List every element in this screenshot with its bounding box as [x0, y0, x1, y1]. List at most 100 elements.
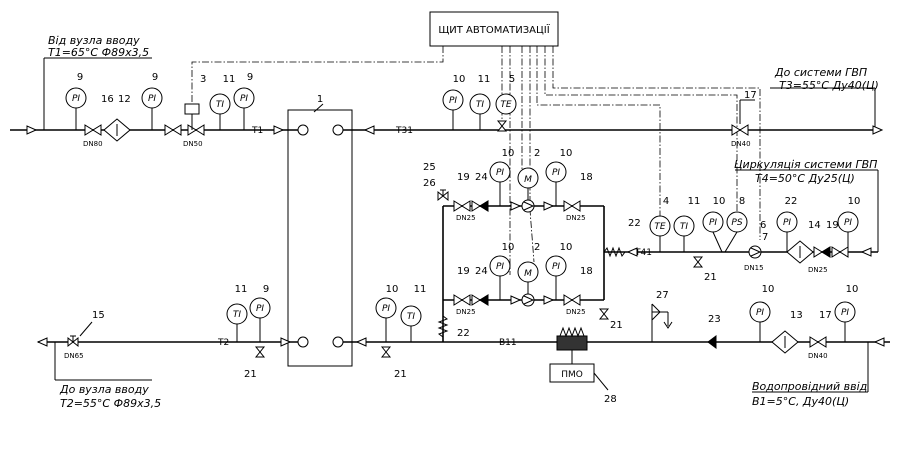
ref-label: 17 — [744, 90, 757, 101]
gauge-ps: PS 8 — [724, 196, 748, 253]
svg-text:TE: TE — [654, 222, 665, 232]
ref-label: 1 — [317, 94, 323, 105]
svg-text:PI: PI — [496, 168, 504, 178]
svg-text:PI: PI — [496, 262, 504, 272]
gauge-pi: PI 10 — [702, 196, 726, 253]
gauge-pi: PI 10 — [749, 284, 775, 342]
heat-exchanger — [287, 109, 353, 367]
ref-label: 3 — [200, 74, 206, 85]
gauge-ti: TI 11 — [226, 284, 248, 342]
circ-in-params: T4=50°С Ду25(Ц) — [755, 172, 855, 185]
svg-text:10: 10 — [502, 148, 515, 159]
svg-text:10: 10 — [713, 196, 726, 207]
signal-line — [536, 46, 661, 216]
svg-text:PI: PI — [844, 218, 852, 228]
ref-label: 15 — [92, 310, 105, 321]
ref-label: 21 — [610, 320, 623, 331]
ref-label: 28 — [604, 394, 617, 405]
ref-label: 6 — [760, 220, 766, 231]
ref-label: 19 — [457, 266, 470, 277]
svg-text:22: 22 — [785, 196, 798, 207]
svg-text:PI: PI — [552, 262, 560, 272]
pmo-device — [556, 335, 588, 351]
return-out-params: T2=55°С Ф89х3,5 — [60, 397, 161, 410]
hx-port — [332, 336, 344, 348]
ref-label: 21 — [704, 272, 717, 283]
circ-in-title: Циркуляція системи ГВП — [734, 158, 877, 171]
ref-label: 22 — [457, 328, 470, 339]
svg-text:PI: PI — [552, 168, 560, 178]
gauge-pi: PI 10 — [545, 242, 572, 300]
ref-label: 21 — [244, 369, 257, 380]
gauge-pi: PI 9 — [141, 72, 163, 130]
size-label: DN25 — [456, 214, 476, 222]
signal-line — [544, 46, 738, 216]
gauge-te: TE 4 — [649, 196, 671, 252]
supply-in-title: Від вузла вводу — [48, 34, 140, 47]
gauge-ti: TI 11 — [673, 196, 701, 252]
ref-label: 22 — [628, 218, 641, 229]
svg-text:M: M — [524, 175, 532, 185]
svg-text:8: 8 — [739, 196, 745, 207]
hx-port — [297, 124, 309, 136]
size-label: DN40 — [731, 140, 751, 148]
pipe-label-t41: T41 — [634, 248, 652, 258]
ref-label: 14 — [808, 220, 821, 231]
signal-line — [552, 46, 761, 240]
svg-text:PI: PI — [841, 308, 849, 318]
return-out-title: До вузла вводу — [59, 383, 149, 396]
gauge-pi: PI 10 — [489, 148, 515, 206]
svg-text:11: 11 — [223, 74, 236, 85]
ref-label: 13 — [790, 310, 803, 321]
gauge-pi: PI 10 — [545, 148, 572, 206]
ref-label: 23 — [708, 314, 721, 325]
ref-label: 2 — [534, 148, 540, 159]
pipe-label-b11: B11 — [499, 338, 517, 348]
pipe-label-t1: T1 — [251, 126, 263, 136]
ref-label: 18 — [580, 266, 593, 277]
hx-port — [332, 124, 344, 136]
svg-text:TI: TI — [233, 310, 241, 320]
ref-label: 27 — [656, 290, 669, 301]
size-label: DN80 — [83, 140, 103, 148]
pipe-label-t31: T31 — [395, 126, 413, 136]
svg-text:TI: TI — [680, 222, 688, 232]
size-label: DN15 — [744, 264, 764, 272]
gauge-pi: PI 22 — [776, 196, 798, 252]
signal-line — [191, 46, 444, 104]
svg-text:PI: PI — [148, 94, 156, 104]
gauge-pi: PI 9 — [233, 72, 255, 130]
pipe-label-t2: T2 — [217, 338, 229, 348]
svg-text:PI: PI — [72, 94, 80, 104]
svg-text:11: 11 — [414, 284, 427, 295]
svg-text:TE: TE — [500, 100, 511, 110]
control-valve-actuator — [184, 103, 200, 115]
svg-text:11: 11 — [688, 196, 701, 207]
gauge-pi: PI 9 — [249, 284, 271, 342]
supply-in-params: T1=65°С Ф89х3,5 — [48, 46, 149, 59]
gauge-pi: PI 10 — [375, 284, 398, 342]
svg-text:PI: PI — [240, 94, 248, 104]
svg-text:11: 11 — [478, 74, 491, 85]
ref-label: 19 — [826, 220, 839, 231]
ref-label: 24 — [475, 172, 488, 183]
ref-label: 25 — [423, 162, 436, 173]
hot-out-params: T3=55°С Ду40(Ц) — [779, 79, 879, 92]
svg-text:10: 10 — [502, 242, 515, 253]
gauge-ti: TI 11 — [400, 284, 427, 342]
size-label: DN50 — [183, 140, 203, 148]
water-in-title: Водопровідний ввід — [752, 380, 867, 393]
water-in-params: В1=5°С, Ду40(Ц) — [752, 395, 849, 408]
size-label: DN40 — [808, 352, 828, 360]
size-label: DN25 — [566, 308, 586, 316]
gauge-pi: PI 10 — [834, 284, 858, 342]
size-label: DN65 — [64, 352, 84, 360]
gauge-pi: PI 10 — [837, 196, 860, 252]
ref-label: 17 — [819, 310, 832, 321]
svg-text:10: 10 — [762, 284, 775, 295]
size-label: DN25 — [456, 308, 476, 316]
ref-label: 12 — [118, 94, 131, 105]
gauge-ti: TI 11 — [209, 74, 236, 130]
ref-label: 2 — [534, 242, 540, 253]
svg-text:PI: PI — [783, 218, 791, 228]
